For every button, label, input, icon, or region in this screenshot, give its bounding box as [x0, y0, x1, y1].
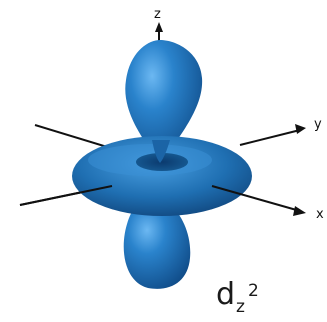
z-axis-arrowhead	[155, 22, 163, 32]
z-axis-label: z	[154, 7, 161, 22]
y-axis-label: y	[314, 117, 322, 132]
upper-lobe	[125, 40, 203, 160]
x-axis-arrowhead	[293, 206, 306, 216]
orbital-label-superscript: 2	[248, 281, 259, 301]
x-axis-front-line	[211, 185, 301, 212]
upper-lobe-neck	[152, 140, 170, 163]
y-axis-arrowhead	[295, 124, 306, 134]
lower-lobe	[123, 205, 191, 289]
y-axis-front-line	[239, 129, 301, 146]
x-axis-label: x	[316, 207, 324, 222]
left-axis-front-line	[19, 185, 113, 206]
orbital-label-subscript: z	[236, 297, 245, 317]
torus-hole	[136, 153, 188, 171]
orbital-label-base: d	[216, 277, 235, 312]
